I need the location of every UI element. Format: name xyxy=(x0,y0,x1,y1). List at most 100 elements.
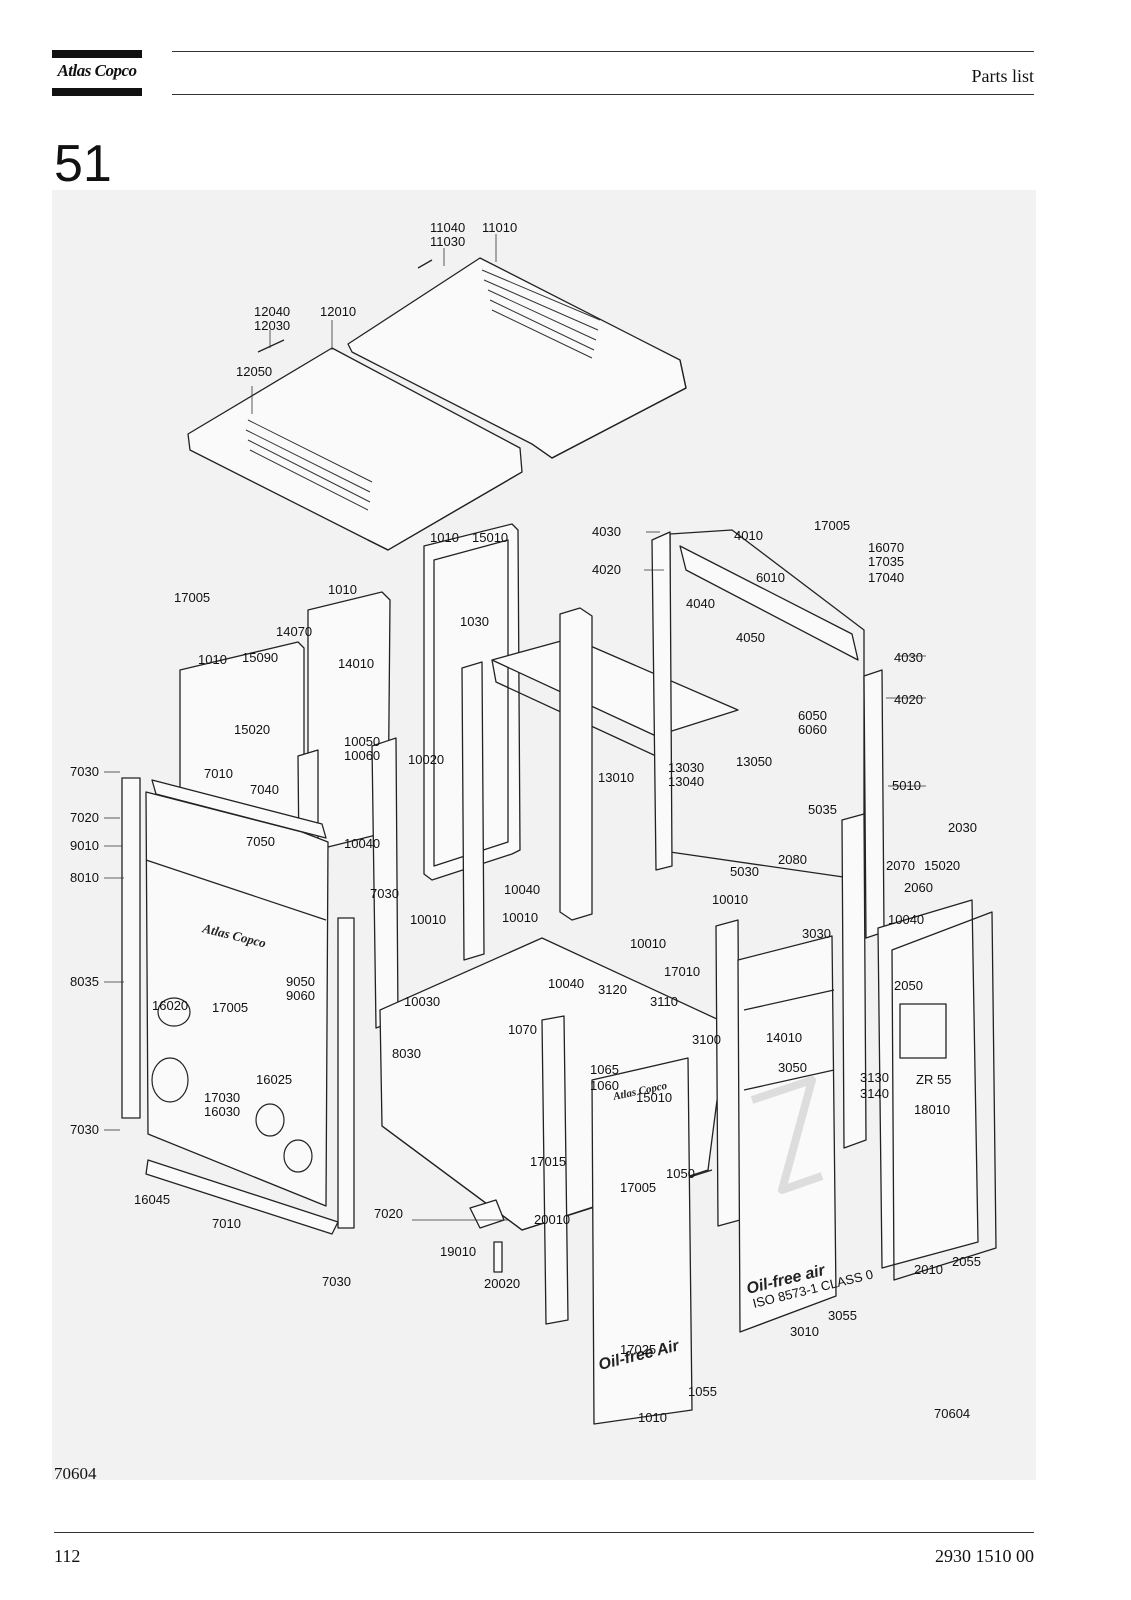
edge-profile-7020-right xyxy=(337,917,355,1229)
exploded-view-drawing: Atlas Copco Atlas Copco Oil-free Air Oil… xyxy=(52,190,1036,1480)
callout: 17005 xyxy=(174,590,210,605)
callout: 7030 xyxy=(322,1274,351,1289)
callout: 1010 xyxy=(328,582,357,597)
callout: 2055 xyxy=(952,1254,981,1269)
callout: 10010 xyxy=(712,892,748,907)
callout: 4050 xyxy=(736,630,765,645)
callout: 12040 xyxy=(254,304,290,319)
cross-member-13010 xyxy=(491,637,739,737)
callout: 10020 xyxy=(408,752,444,767)
callout: 7030 xyxy=(70,1122,99,1137)
callout: 16045 xyxy=(134,1192,170,1207)
callout: 2030 xyxy=(948,820,977,835)
drawing-svg: Atlas Copco Atlas Copco Oil-free Air Oil… xyxy=(52,190,1036,1480)
callout: 4010 xyxy=(734,528,763,543)
callout: 15020 xyxy=(234,722,270,737)
callout: 19010 xyxy=(440,1244,476,1259)
header-title: Parts list xyxy=(971,66,1034,86)
document-number: 2930 1510 00 xyxy=(935,1546,1034,1566)
footer-rule xyxy=(54,1532,1034,1533)
callout: 8035 xyxy=(70,974,99,989)
callout: 1050 xyxy=(666,1166,695,1181)
callout: 5010 xyxy=(892,778,921,793)
atlas-copco-logo: Atlas Copco xyxy=(52,50,142,96)
callout: 15010 xyxy=(472,530,508,545)
callout: 7020 xyxy=(374,1206,403,1221)
foot-20020 xyxy=(493,1241,503,1273)
callout: 3120 xyxy=(598,982,627,997)
callout: 1010 xyxy=(198,652,227,667)
callout: 6010 xyxy=(756,570,785,585)
callout: 16030 xyxy=(204,1104,240,1119)
callout: 17030 xyxy=(204,1090,240,1105)
callout: 3030 xyxy=(802,926,831,941)
callout: 11040 xyxy=(430,220,465,235)
post-4020-right xyxy=(863,669,885,939)
post-4020-left xyxy=(651,531,673,871)
model-text: ZR 55 xyxy=(916,1072,951,1087)
callout: 2070 xyxy=(886,858,915,873)
callout: 15090 xyxy=(242,650,278,665)
callout: 7030 xyxy=(370,886,399,901)
callout: 1055 xyxy=(688,1384,717,1399)
callout: 20010 xyxy=(534,1212,570,1227)
callout: 17035 xyxy=(868,554,904,569)
logo-top-bar xyxy=(52,50,142,58)
callout: 14010 xyxy=(338,656,374,671)
callout: 3055 xyxy=(828,1308,857,1323)
callout: 15010 xyxy=(636,1090,672,1105)
page-number: 112 xyxy=(54,1546,81,1566)
callout: 8010 xyxy=(70,870,99,885)
callout: 16025 xyxy=(256,1072,292,1087)
callout: 14070 xyxy=(276,624,312,639)
callout: 7040 xyxy=(250,782,279,797)
callout: 13050 xyxy=(736,754,772,769)
callout: 7020 xyxy=(70,810,99,825)
header-rule-top xyxy=(172,51,1034,52)
callout: 12030 xyxy=(254,318,290,333)
callout: 11010 xyxy=(482,220,517,235)
logo-bottom-bar xyxy=(52,88,142,96)
callout: 10040 xyxy=(888,912,924,927)
callout: 4030 xyxy=(894,650,923,665)
callout: 16020 xyxy=(152,998,188,1013)
callout: 12050 xyxy=(236,364,272,379)
door-panel-3010 xyxy=(737,935,837,1333)
edge-profile-7020-left xyxy=(121,777,141,1119)
callout: 1070 xyxy=(508,1022,537,1037)
callout: 10040 xyxy=(504,882,540,897)
callout-labels: 11040 11030 11010 12040 12030 12010 1205… xyxy=(70,220,981,1425)
callout: 12010 xyxy=(320,304,356,319)
callout: 13040 xyxy=(668,774,704,789)
callout: 3100 xyxy=(692,1032,721,1047)
control-window-2050 xyxy=(899,1003,947,1059)
callout: 17015 xyxy=(530,1154,566,1169)
callout: 6050 xyxy=(798,708,827,723)
callout: 17005 xyxy=(814,518,850,533)
callout: 17025 xyxy=(620,1342,656,1357)
callout: 10010 xyxy=(502,910,538,925)
callout: 11030 xyxy=(430,234,465,249)
top-strip-7010 xyxy=(151,779,327,839)
callout: 1060 xyxy=(590,1078,619,1093)
callout: 9060 xyxy=(286,988,315,1003)
callout: 5035 xyxy=(808,802,837,817)
leader-lines xyxy=(104,234,926,1221)
callout: 7010 xyxy=(204,766,233,781)
drawing-reference: 70604 xyxy=(54,1464,97,1483)
callout: 9010 xyxy=(70,838,99,853)
callout: 6060 xyxy=(798,722,827,737)
callout: 10030 xyxy=(404,994,440,1009)
post-right-front xyxy=(841,813,867,1149)
callout: 10040 xyxy=(548,976,584,991)
callout: 3050 xyxy=(778,1060,807,1075)
door-panel-2010 xyxy=(877,899,979,1269)
callout: 13030 xyxy=(668,760,704,775)
section-number: 51 xyxy=(54,135,112,193)
drawing-parts xyxy=(121,257,997,1425)
callout: 17005 xyxy=(620,1180,656,1195)
callout: 2080 xyxy=(778,852,807,867)
callout: 8030 xyxy=(392,1046,421,1061)
callout: 17040 xyxy=(868,570,904,585)
callout: 2060 xyxy=(904,880,933,895)
